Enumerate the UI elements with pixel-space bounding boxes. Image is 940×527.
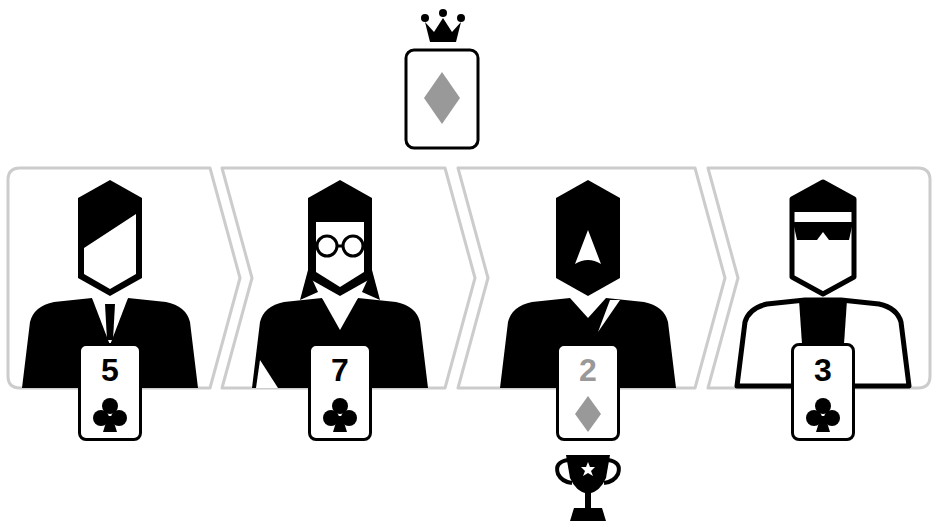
playing-card: 3: [791, 343, 855, 441]
playing-card: 2: [556, 343, 620, 441]
panel: [708, 168, 930, 388]
player-figure: [500, 180, 676, 388]
playing-card: 5: [78, 343, 142, 441]
panel: [222, 168, 475, 388]
player-figure: [252, 180, 428, 388]
player-figure: [22, 180, 198, 388]
playing-card: 7: [308, 343, 372, 441]
club-symbol: [320, 394, 360, 434]
crown-icon: [421, 9, 465, 42]
card-rank: 7: [311, 346, 369, 388]
card-rank: 3: [794, 346, 852, 388]
card-rank: 5: [81, 346, 139, 388]
club-symbol: [803, 394, 843, 434]
player-figure: [737, 182, 909, 388]
diamond-symbol: [568, 394, 608, 434]
card-rank: 2: [559, 346, 617, 388]
club-symbol: [90, 394, 130, 434]
trump-card: [406, 50, 478, 148]
panel: [458, 168, 725, 388]
trophy-icon: [557, 455, 619, 521]
